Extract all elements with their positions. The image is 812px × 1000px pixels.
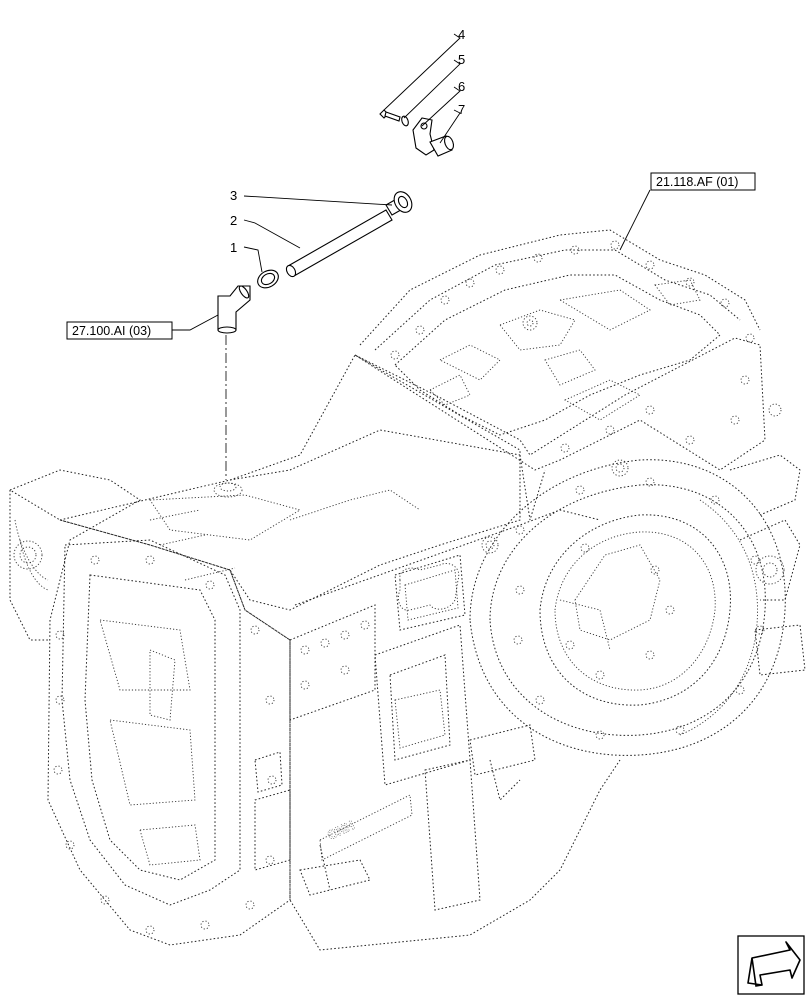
callout-7[interactable]: 7 <box>458 102 465 117</box>
reference-label: 27.100.AI (03) <box>72 324 151 338</box>
reference-21-118-af[interactable]: 21.118.AF (01) <box>650 172 756 191</box>
callout-5[interactable]: 5 <box>458 52 465 67</box>
callout-6[interactable]: 6 <box>458 79 465 94</box>
washer-part <box>401 115 409 127</box>
callout-3[interactable]: 3 <box>230 188 237 203</box>
bolt-part <box>379 109 401 122</box>
casting-logo: CNH <box>325 817 357 843</box>
callout-2[interactable]: 2 <box>230 213 237 228</box>
fitting-part <box>385 191 413 216</box>
connector-part <box>429 135 455 157</box>
reference-27-100-ai[interactable]: 27.100.AI (03) <box>66 321 173 340</box>
callout-4[interactable]: 4 <box>458 27 465 42</box>
transmission-housing: CNH <box>8 229 806 951</box>
callout-1[interactable]: 1 <box>230 240 237 255</box>
tube-part <box>285 209 393 278</box>
reference-label: 21.118.AF (01) <box>656 175 738 189</box>
bracket-part <box>412 117 435 156</box>
elbow-fitting-part <box>217 285 251 334</box>
callout-leaders <box>172 33 651 331</box>
next-page-arrow-icon[interactable] <box>737 935 805 995</box>
hose-clamp-part <box>257 269 279 289</box>
